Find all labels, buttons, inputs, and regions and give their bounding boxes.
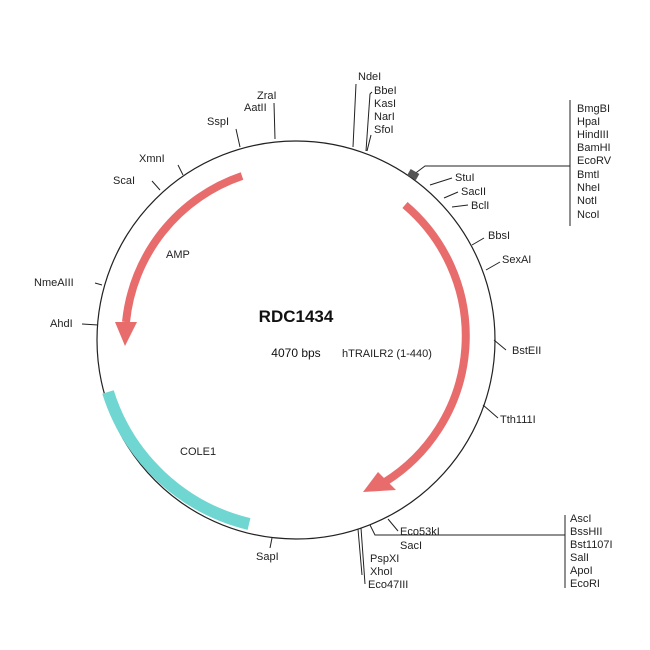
cole1-label: COLE1 [180, 446, 216, 458]
site-cluster2-1[interactable]: BssHII [570, 526, 602, 538]
site-sexai[interactable]: SexAI [502, 254, 531, 266]
site-kasi[interactable]: KasI [374, 98, 396, 110]
site-ahdi[interactable]: AhdI [50, 318, 73, 330]
plasmid-size: 4070 bps [271, 346, 320, 360]
htrailr2-label: hTRAILR2 (1-440) [342, 348, 432, 360]
site-cluster1-1[interactable]: HpaI [577, 116, 600, 128]
site-cluster1-8[interactable]: NcoI [577, 209, 600, 221]
amp-arrowhead [115, 322, 137, 346]
site-ndei[interactable]: NdeI [358, 71, 381, 83]
site-saci[interactable]: SacI [400, 540, 422, 552]
site-zrai[interactable]: ZraI [257, 90, 277, 102]
site-cluster2-2[interactable]: Bst1107I [570, 539, 613, 551]
site-bbsi[interactable]: BbsI [488, 230, 510, 242]
site-scai[interactable]: ScaI [113, 175, 135, 187]
htrailr2-arrowhead [363, 472, 396, 492]
site-cluster1-3[interactable]: BamHI [577, 142, 611, 154]
site-cluster-marker [407, 169, 420, 181]
site-stui[interactable]: StuI [455, 172, 475, 184]
site-xmni[interactable]: XmnI [139, 153, 165, 165]
site-cluster2-5[interactable]: EcoRI [570, 578, 600, 590]
cole1-feature[interactable] [102, 390, 251, 530]
site-eco53ki[interactable]: Eco53kI [400, 526, 440, 538]
plasmid-name: RDC1434 [259, 307, 334, 326]
site-cluster2-4[interactable]: ApoI [570, 565, 593, 577]
site-eco47iii[interactable]: Eco47III [368, 579, 408, 591]
site-sfoi[interactable]: SfoI [374, 124, 394, 136]
site-tth111i[interactable]: Tth111I [500, 414, 536, 426]
htrailr2-arrow[interactable] [382, 201, 470, 486]
site-cluster2-0[interactable]: AscI [570, 513, 591, 525]
site-nmeaiii[interactable]: NmeAIII [34, 277, 74, 289]
site-sapi[interactable]: SapI [256, 551, 279, 563]
site-cluster1-7[interactable]: NotI [577, 195, 597, 207]
site-xhoi[interactable]: XhoI [370, 566, 393, 578]
amp-label: AMP [166, 249, 190, 261]
site-cluster1-4[interactable]: EcoRV [577, 155, 612, 167]
site-bbei[interactable]: BbeI [374, 85, 397, 97]
site-cluster1-6[interactable]: NheI [577, 182, 600, 194]
site-cluster1-2[interactable]: HindIII [577, 129, 609, 141]
site-cluster1-5[interactable]: BmtI [577, 169, 600, 181]
site-cluster2-3[interactable]: SalI [570, 552, 589, 564]
site-nari[interactable]: NarI [374, 111, 395, 123]
site-aatii[interactable]: AatII [244, 102, 267, 114]
site-bcli[interactable]: BclI [471, 200, 489, 212]
site-bsteii[interactable]: BstEII [512, 345, 541, 357]
site-sspi[interactable]: SspI [207, 116, 229, 128]
amp-arrow[interactable] [122, 172, 244, 323]
site-cluster1-0[interactable]: BmgBI [577, 103, 610, 115]
plasmid-backbone [96, 140, 496, 540]
site-ticks [81, 83, 571, 588]
site-labels: ZraI AatII SspI XmnI ScaI NmeAIII AhdI N… [34, 71, 613, 591]
site-sacii[interactable]: SacII [461, 186, 486, 198]
site-pspxi[interactable]: PspXI [370, 553, 399, 565]
